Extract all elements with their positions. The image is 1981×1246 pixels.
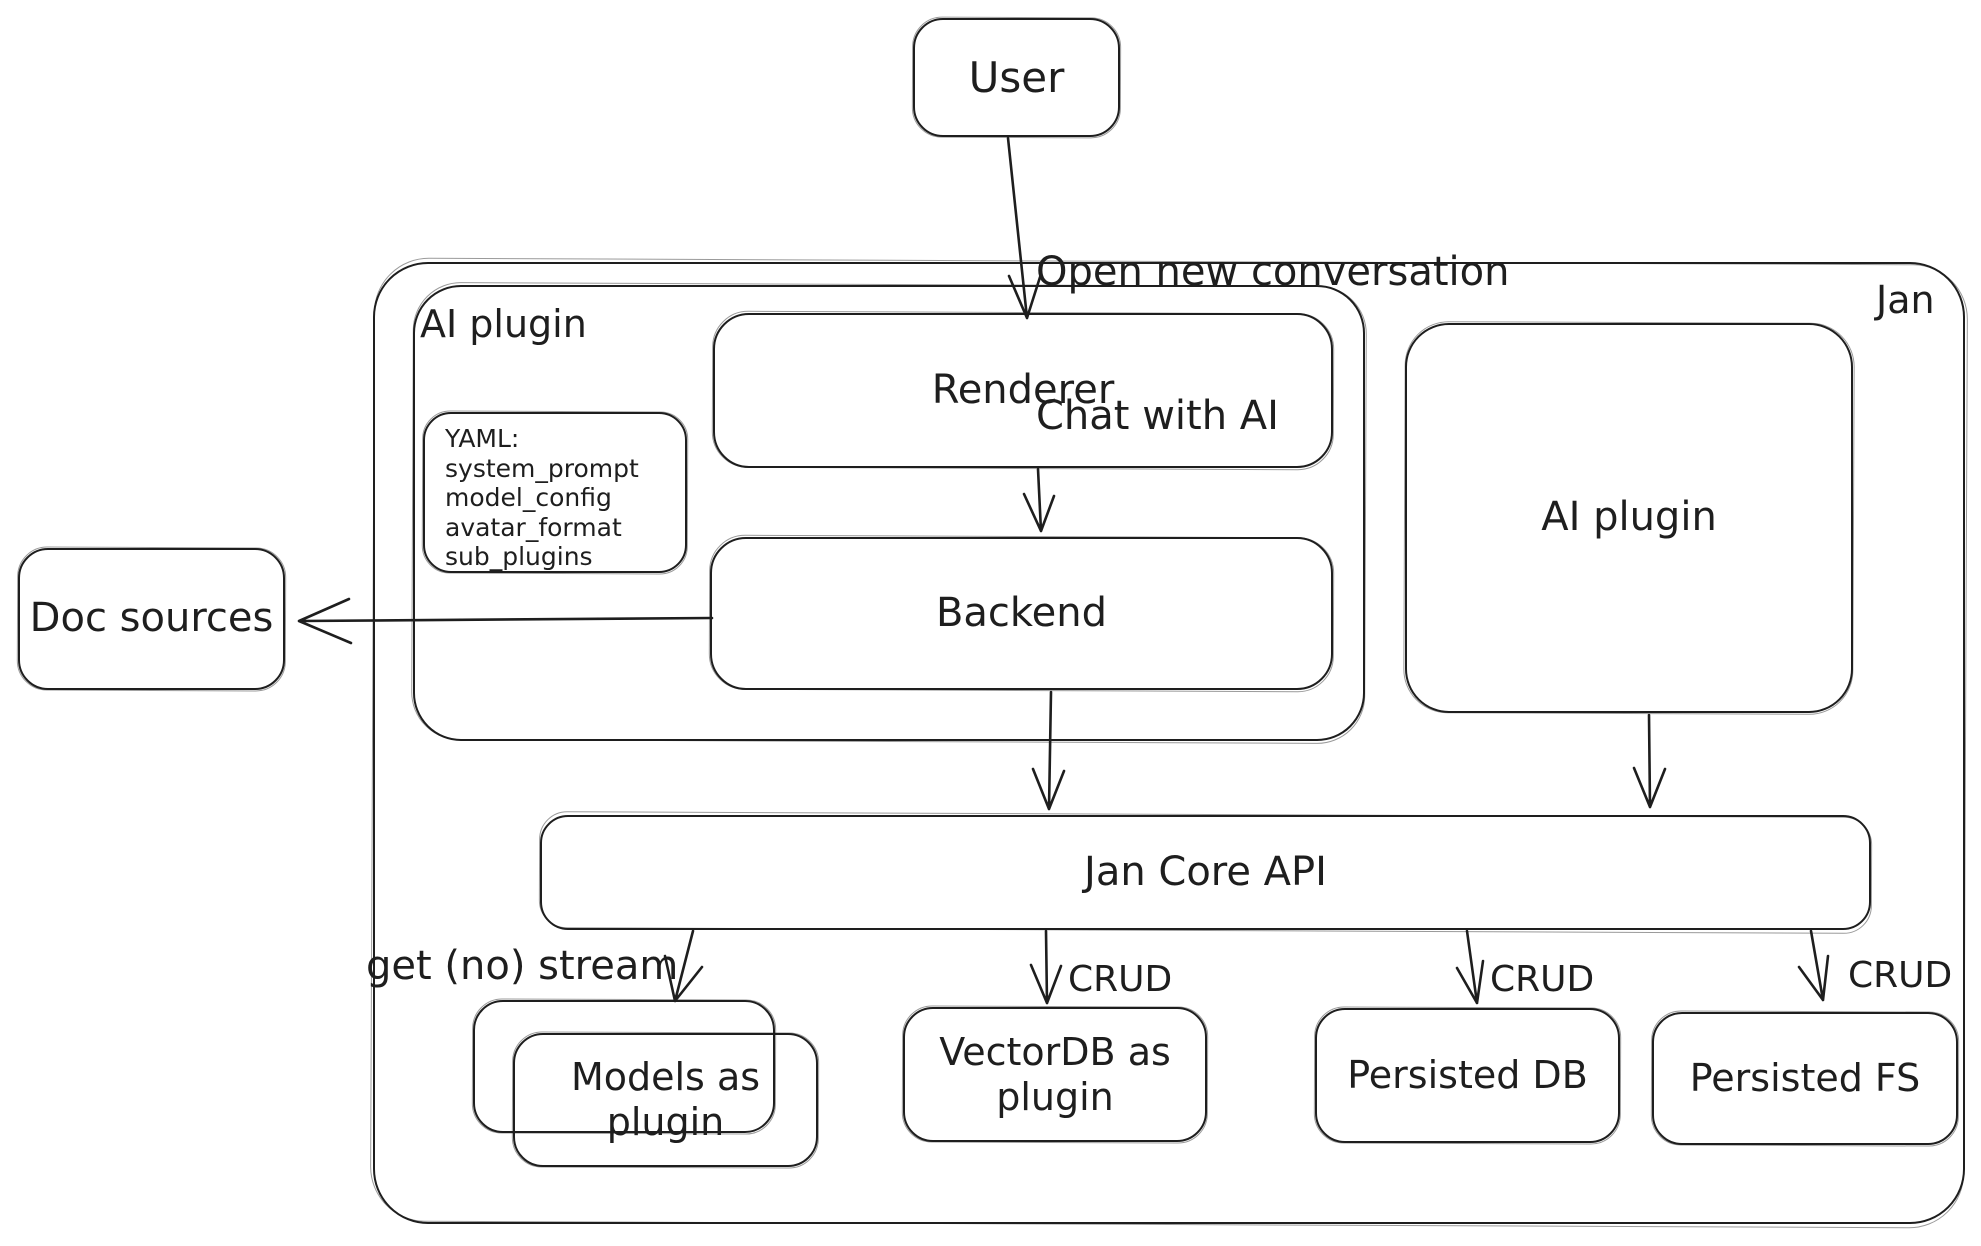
renderer-node: Renderer — [713, 313, 1333, 468]
persisted-fs-node-label: Persisted FS — [1689, 1056, 1921, 1101]
vectordb-node: VectorDB as plugin — [903, 1007, 1207, 1142]
edge-label-get-no-stream: get (no) stream — [366, 943, 679, 989]
yaml-note-line: YAML: — [445, 424, 520, 453]
backend-node: Backend — [710, 537, 1333, 690]
yaml-note-line: model_config — [445, 483, 612, 512]
jan-core-api-node-label: Jan Core API — [1084, 848, 1327, 895]
models-node: Models as plugin — [513, 1033, 818, 1167]
models-node-label-line1: Models as — [570, 1055, 761, 1100]
yaml-note-line: sub_plugins — [445, 542, 593, 571]
renderer-node-label: Renderer — [931, 366, 1115, 413]
vectordb-node-label-line1: VectorDB as — [939, 1029, 1171, 1074]
ai-plugin-group-container — [413, 285, 1365, 741]
doc-sources-node-label: Doc sources — [29, 595, 274, 642]
jan-container — [373, 262, 1965, 1224]
models-node-label-line2: plugin — [606, 1100, 725, 1144]
edge-label-crud-vectordb: CRUD — [1068, 959, 1173, 1000]
persisted-db-node: Persisted DB — [1315, 1008, 1620, 1143]
ai-plugin-node-label: AI plugin — [1541, 494, 1717, 541]
jan-core-api-node: Jan Core API — [540, 815, 1871, 930]
jan-container-label: Jan — [1876, 278, 1935, 322]
yaml-note: YAML: system_prompt model_config avatar_… — [423, 412, 687, 573]
vectordb-node-label-line2: plugin — [996, 1074, 1114, 1119]
persisted-db-node-label: Persisted DB — [1347, 1053, 1588, 1098]
yaml-note-line: system_prompt — [445, 453, 639, 483]
user-node-label: User — [968, 52, 1065, 102]
backend-node-label: Backend — [935, 589, 1108, 636]
edge-label-crud-persisted-db: CRUD — [1490, 959, 1595, 1000]
ai-plugin-node: AI plugin — [1405, 323, 1853, 713]
doc-sources-node: Doc sources — [18, 548, 285, 690]
ai-plugin-group-label: AI plugin — [420, 302, 587, 346]
edge-label-crud-persisted-fs: CRUD — [1848, 955, 1953, 996]
yaml-note-line: avatar_format — [445, 512, 622, 542]
persisted-fs-node: Persisted FS — [1652, 1012, 1958, 1145]
edge-label-line1: Open new conversation — [1036, 249, 1510, 295]
user-node: User — [913, 18, 1120, 137]
